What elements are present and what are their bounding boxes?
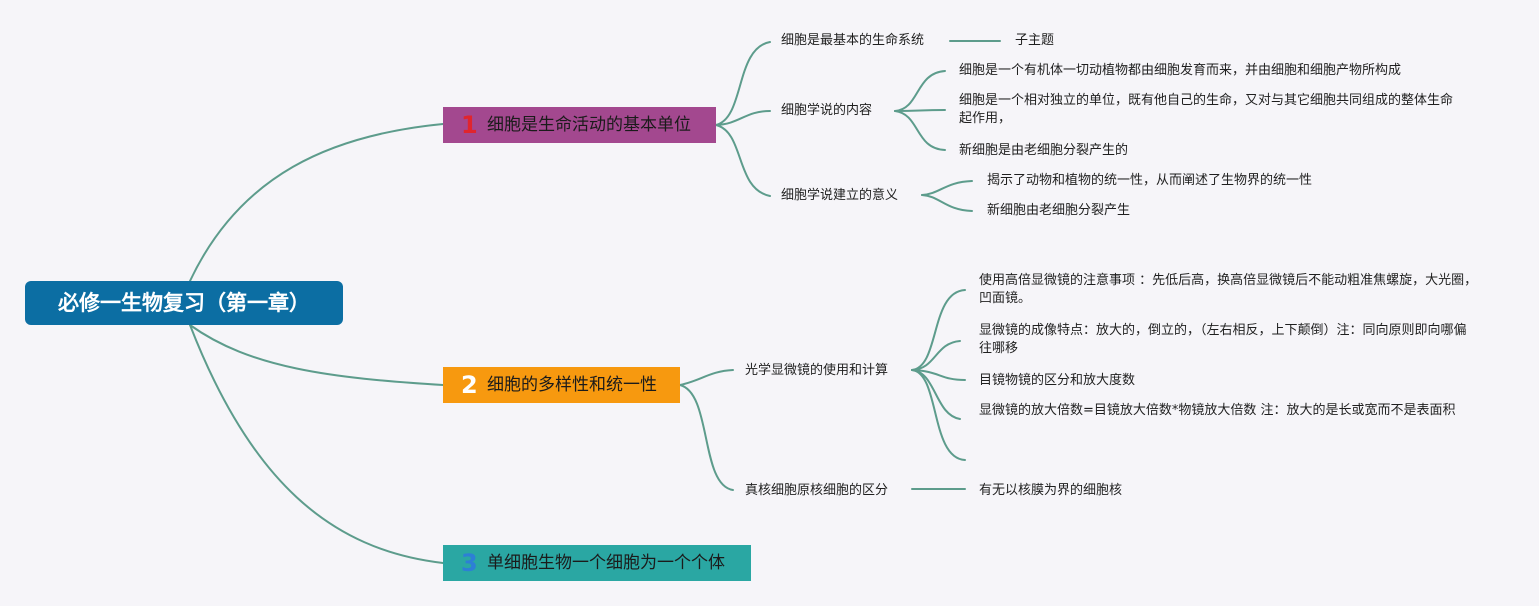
eukaryote-point-1[interactable]: 有无以核膜为界的细胞核	[979, 483, 1123, 498]
subtopic-basic-life-system[interactable]: 细胞是最基本的生命系统	[781, 33, 925, 48]
link-m-c5	[911, 369, 966, 461]
microscope-point-1[interactable]: 使用高倍显微镜的注意事项 ：先低后高，换高倍显微镜后不能动粗准焦螺旋，大光圈，凹…	[979, 273, 1478, 306]
link-m-c3	[911, 369, 966, 381]
subtopic-cell-theory-significance[interactable]: 细胞学说建立的意义	[781, 188, 899, 203]
cell-theory-point-3[interactable]: 新细胞是由老细胞分裂产生的	[959, 143, 1129, 158]
link-t1-s2	[715, 110, 771, 126]
cell-theory-point-2[interactable]: 细胞是一个相对独立的单位，既有他自己的生命，又对与其它细胞共同组成的整体生命起作…	[959, 93, 1454, 126]
topic-label: 单细胞生物一个细胞为一个个体	[487, 553, 725, 573]
significance-point-2[interactable]: 新细胞由老细胞分裂产生	[987, 203, 1131, 218]
link-m-c1	[911, 289, 966, 371]
microscope-point-4[interactable]: 显微镜的放大倍数=目镜放大倍数*物镜放大倍数 注：放大的是长或宽而不是表面积	[979, 403, 1456, 418]
link-m-c2	[911, 340, 961, 371]
topic-number: 3	[461, 549, 478, 577]
subtopic-cell-theory-content[interactable]: 细胞学说的内容	[781, 103, 873, 118]
microscope-point-3[interactable]: 目镜物镜的区分和放大度数	[979, 373, 1136, 388]
topic-label: 细胞的多样性和统一性	[487, 375, 657, 395]
link-s2-c1	[894, 70, 946, 112]
topic-cell-diversity[interactable]: 2 细胞的多样性和统一性	[443, 367, 680, 403]
link-t1-s1	[715, 41, 771, 126]
link-s3-c1	[921, 180, 973, 196]
subtopic-microscope-usage[interactable]: 光学显微镜的使用和计算	[745, 363, 889, 378]
significance-point-1[interactable]: 揭示了动物和植物的统一性，从而阐述了生物界的统一性	[987, 173, 1313, 188]
subtopic-eukaryote-prokaryote[interactable]: 真核细胞原核细胞的区分	[745, 483, 889, 498]
link-t1-s3	[715, 124, 771, 197]
link-root-topic3	[189, 324, 444, 564]
child-subtopic-placeholder[interactable]: 子主题	[1015, 33, 1055, 48]
link-t2-s1	[679, 369, 734, 386]
topic-unicellular[interactable]: 3 单细胞生物一个细胞为一个个体	[443, 545, 751, 581]
link-s3-c2	[921, 194, 973, 212]
microscope-point-2[interactable]: 显微镜的成像特点：放大的，倒立的，（左右相反，上下颠倒）注：同向原则即向哪偏往哪…	[979, 323, 1467, 356]
link-s2-c2	[894, 109, 946, 112]
topic-number: 2	[461, 371, 478, 399]
link-s2-c3	[894, 110, 946, 151]
link-m-c4	[911, 369, 961, 420]
topic-label: 细胞是生命活动的基本单位	[487, 115, 691, 135]
root-topic[interactable]: 必修一生物复习（第一章）	[25, 281, 343, 325]
topic-cell-basic-unit[interactable]: 1 细胞是生命活动的基本单位	[443, 107, 716, 143]
link-root-topic2	[189, 324, 444, 386]
cell-theory-point-1[interactable]: 细胞是一个有机体一切动植物都由细胞发育而来，并由细胞和细胞产物所构成	[959, 63, 1402, 78]
topic-number: 1	[461, 111, 478, 139]
link-root-topic1	[189, 123, 444, 282]
link-t2-s2	[679, 384, 734, 491]
